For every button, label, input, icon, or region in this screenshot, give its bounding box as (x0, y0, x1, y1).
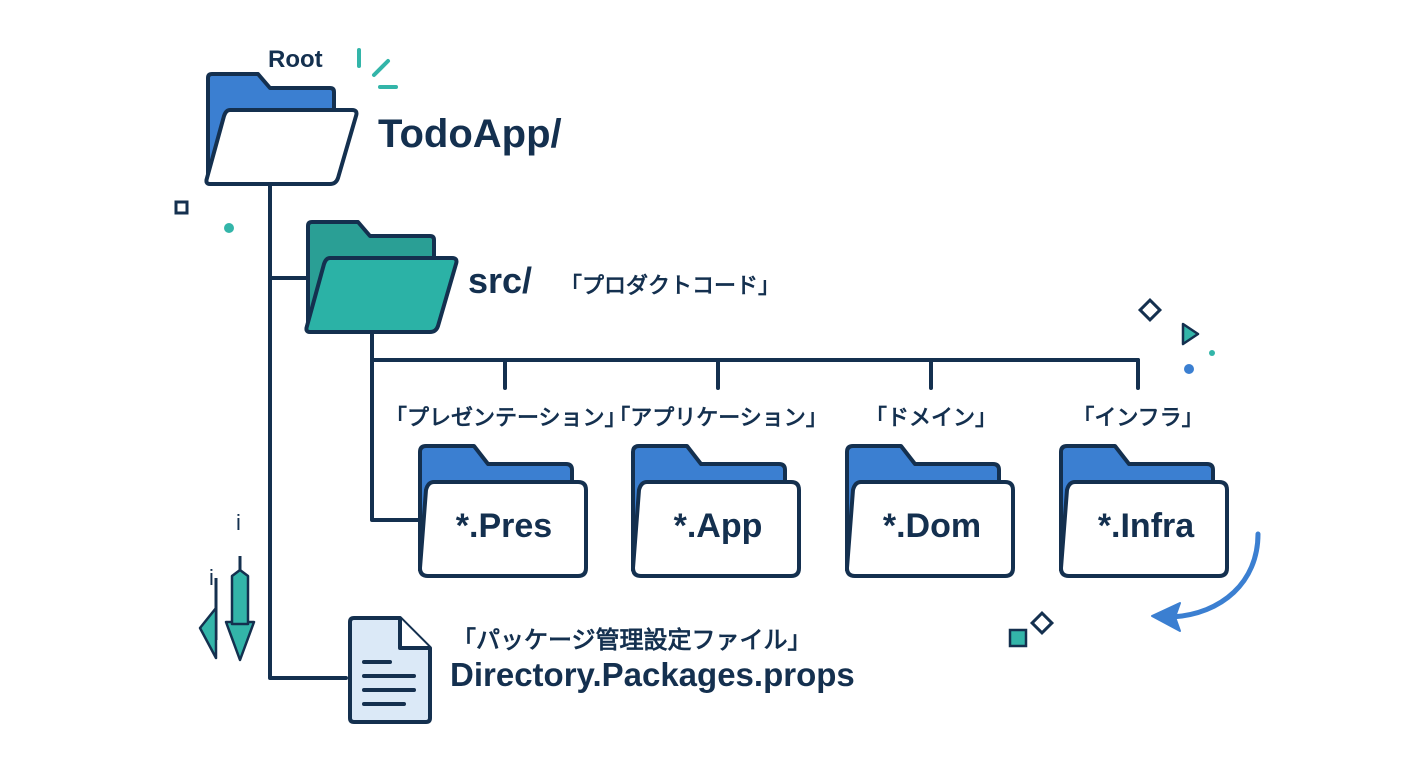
down-arrows-icon (198, 556, 256, 662)
layer-folder-name: *.Dom (882, 507, 982, 545)
src-folder-description: 「プロダクトコード」 (560, 273, 781, 298)
curved-arrow-icon (1151, 531, 1261, 632)
document-icon (348, 616, 432, 724)
src-folder-name: src/ (468, 260, 533, 301)
square-outline-icon (174, 200, 189, 215)
layer-folder-name: *.Pres (455, 507, 553, 545)
dot-icon (1184, 364, 1194, 374)
layer-folder-icon (845, 444, 1015, 578)
layer-description: 「インフラ」 (1072, 405, 1204, 430)
layer-description: 「ドメイン」 (864, 405, 997, 430)
layer-description: 「アプリケーション」 (608, 405, 828, 430)
layer-folder-icon (418, 444, 588, 578)
src-trunk (370, 328, 422, 522)
square-filled-icon (1008, 628, 1028, 648)
root-folder-name: TodoApp/ (378, 112, 562, 156)
glyph-i: i (236, 510, 241, 535)
diamond-outline-icon (1029, 610, 1055, 636)
file-name: Directory.Packages.props (450, 656, 855, 693)
root-folder-icon (204, 72, 359, 186)
diamond-outline-icon (1137, 297, 1163, 323)
glyph-i: i (209, 565, 214, 590)
layer-description: 「プレゼンテーション」 (385, 405, 627, 430)
layer-folder-icon (631, 444, 801, 578)
root-label: Root (268, 46, 323, 73)
file-description: 「パッケージ管理設定ファイル」 (452, 627, 812, 654)
triangle-icon (1181, 322, 1200, 346)
trunk-line (268, 183, 348, 680)
layer-folder-name: *.App (673, 507, 763, 545)
layer-folder-icon (1059, 444, 1229, 578)
src-folder-icon (304, 220, 459, 334)
dot-icon (224, 223, 234, 233)
layer-folder-name: *.Infra (1097, 507, 1195, 545)
dot-icon (1209, 350, 1215, 356)
sparkle-icon (357, 48, 398, 89)
